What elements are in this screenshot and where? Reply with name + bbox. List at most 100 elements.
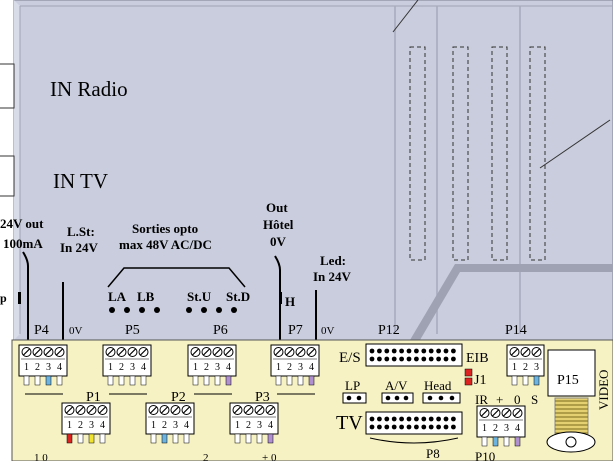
pin-number: 2 [523,362,528,373]
pin-number: 3 [257,420,262,431]
module-housing [13,0,613,341]
header-pin [436,424,441,430]
terminal-screw [97,405,108,415]
header-pin [369,356,375,362]
terminal-screw [490,408,501,418]
slot-4 [529,46,546,261]
p7-label: P7 [288,323,303,338]
terminal-screw [295,347,306,357]
es-header [365,343,463,367]
sorties-max-label: max 48V AC/DC [119,237,212,252]
led-label: Led: [320,253,346,268]
p12-label: P12 [378,323,400,338]
terminal-screw [170,405,181,415]
terminal-screw [243,405,254,415]
pin-number: 1 [235,420,240,431]
header-pin [406,356,412,362]
header-pin [369,424,375,430]
header-pin [399,424,404,430]
header-pin [428,356,434,362]
header-pin [443,348,449,354]
av-label: A/V [385,378,408,393]
terminal-screw [212,347,223,357]
header-pin [428,416,434,422]
header-pin [384,356,390,362]
header-pin [443,416,449,422]
terminal-screw [138,347,149,357]
pin-number: 3 [89,420,94,431]
header-pin [414,356,419,362]
header-pin [451,348,456,354]
terminal-screw [181,405,192,415]
pin-number: 4 [515,423,520,434]
slot-2 [452,46,469,261]
header-pin [377,348,382,354]
ir-plus-label: + [496,392,503,407]
pin-number: 2 [204,362,209,373]
pin-number: 4 [268,420,273,431]
std-label: St.D [226,289,250,304]
p6-label: P6 [213,323,228,338]
pin-number: 2 [162,420,167,431]
header-pin [384,416,390,422]
header-pin [414,416,419,422]
pin-number: 4 [226,362,231,373]
header-pin [406,348,412,354]
terminal-screw [512,408,523,418]
pin-number: 3 [504,423,509,434]
pin-number: 1 [151,420,156,431]
header-pin [391,424,397,430]
bottom-1-0: 1 0 [34,452,48,461]
p15-label: P15 [557,373,579,388]
p14-label: P14 [505,323,527,338]
header-pin [369,416,375,422]
header-pin [414,348,419,354]
terminal-screw [531,347,542,357]
bottom-2: 2 [203,452,209,461]
pin-number: 1 [24,362,29,373]
video-label: VIDEO [596,370,611,410]
terminal-screw [127,347,138,357]
ir-s-label: S [531,392,538,407]
pin-number: 2 [78,420,83,431]
p4-0v-label: 0V [69,325,83,337]
slot-1 [409,46,426,261]
header-pin [436,356,441,362]
terminal-screw [43,347,54,357]
lp-label: LP [345,378,360,393]
lb-label: LB [137,289,155,304]
terminal-screw [105,347,116,357]
head-label: Head [424,378,452,393]
header-pin [451,424,456,430]
terminal-screw [501,408,512,418]
header-pin [406,424,412,430]
pin-number: 2 [119,362,124,373]
eib-label: EIB [466,351,489,366]
terminal-screw [201,347,212,357]
p2-label: P2 [171,390,186,405]
in-radio-label: IN Radio [50,77,128,101]
pin-number: 2 [35,362,40,373]
terminal-screw [520,347,531,357]
led-input-label: In 24V [313,269,352,284]
tv-header [365,411,463,435]
header-pin [421,348,427,354]
header-pin [428,424,434,430]
header-pin [451,356,456,362]
header-pin [369,348,375,354]
out-24v-current-label: 100mA [3,236,43,251]
video-coil [546,397,596,453]
header-pin [406,416,412,422]
p7-0v-label: 0V [321,325,335,337]
j1-label: J1 [474,373,486,388]
header-pin [377,424,382,430]
terminal-screw [21,347,32,357]
header-pin [399,416,404,422]
pin-number: 3 [215,362,220,373]
header-pin [421,416,427,422]
p4-label: P4 [34,323,49,338]
header-pin [377,356,382,362]
